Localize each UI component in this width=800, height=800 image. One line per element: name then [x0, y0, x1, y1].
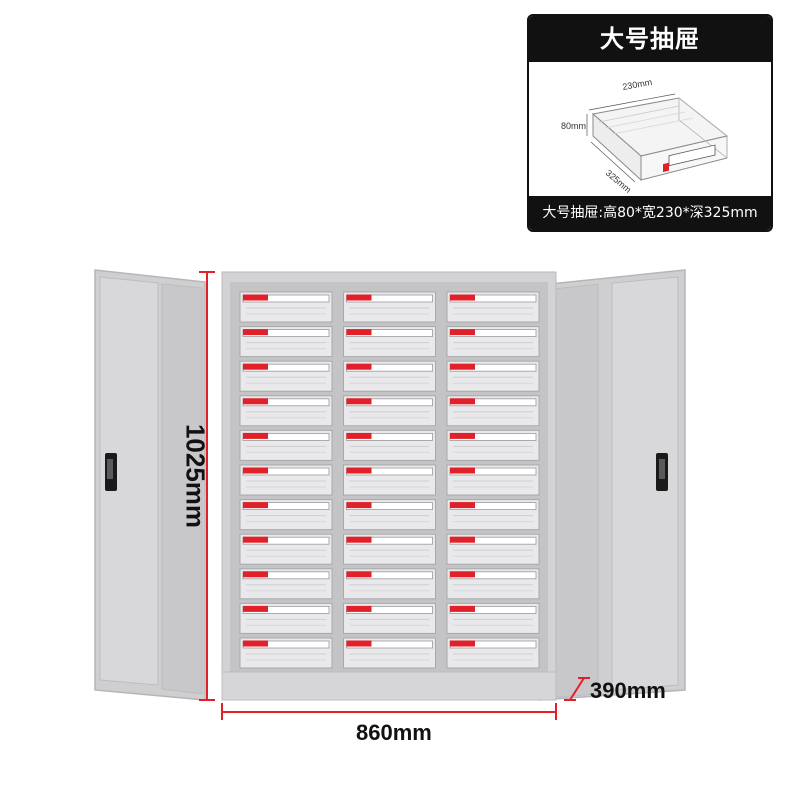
drawer[interactable] [446, 637, 540, 669]
drawer-label-tag [450, 329, 475, 336]
drawer-label-tag [346, 571, 372, 578]
drawer-label-tag [450, 467, 475, 474]
drawer[interactable] [446, 395, 540, 427]
drawer[interactable] [446, 326, 540, 358]
drawer-label-tag [346, 536, 372, 543]
drawer-label-tag [450, 363, 475, 370]
card-title: 大号抽屉 [529, 16, 771, 62]
drawer[interactable] [343, 291, 436, 323]
drawer-height-label: 80mm [561, 121, 586, 131]
drawer-label-tag [243, 432, 268, 439]
drawer[interactable] [446, 533, 540, 565]
drawer-label-tag [243, 536, 268, 543]
drawer-label-tag [346, 640, 372, 647]
drawer-label-tag [346, 432, 372, 439]
drawer-label-tag [243, 640, 268, 647]
drawer[interactable] [446, 464, 540, 496]
drawer-label-tag [346, 502, 372, 509]
drawer[interactable] [446, 291, 540, 323]
left-door [94, 269, 206, 701]
drawer[interactable] [239, 360, 333, 392]
drawer[interactable] [343, 602, 436, 634]
drawer[interactable] [446, 602, 540, 634]
drawer[interactable] [239, 326, 333, 358]
drawer-label-tag [243, 502, 268, 509]
drawer[interactable] [343, 360, 436, 392]
drawer-label-tag [346, 329, 372, 336]
drawer[interactable] [343, 499, 436, 531]
drawer[interactable] [343, 429, 436, 461]
width-dimension-line [221, 703, 557, 720]
right-door [539, 269, 686, 701]
drawer-width-label: 230mm [622, 77, 653, 92]
drawer-label-tag [450, 640, 475, 647]
drawer-info-card: 大号抽屉 230mm 80mm 325mm 大号抽屉:高80*宽230*深325… [527, 14, 773, 232]
drawer[interactable] [343, 326, 436, 358]
drawer[interactable] [239, 291, 333, 323]
drawer-label-tag [243, 398, 268, 405]
drawer[interactable] [446, 429, 540, 461]
drawer-label-tag [346, 294, 372, 301]
width-dimension-label: 860mm [356, 720, 432, 745]
drawer-label-tag [346, 398, 372, 405]
drawer[interactable] [239, 395, 333, 427]
drawer-label-tag [346, 467, 372, 474]
drawer-label-tag [243, 605, 268, 612]
depth-dimension-label: 390mm [590, 678, 666, 703]
drawer-label-tag [450, 536, 475, 543]
depth-dimension-line [564, 677, 590, 701]
drawer[interactable] [239, 637, 333, 669]
drawer-diagram: 230mm 80mm 325mm [561, 77, 729, 195]
drawer-depth-label: 325mm [604, 168, 633, 195]
drawer[interactable] [239, 602, 333, 634]
drawer[interactable] [239, 499, 333, 531]
drawer-label-tag [243, 329, 268, 336]
drawer[interactable] [239, 568, 333, 600]
drawer[interactable] [239, 429, 333, 461]
drawer-label-tag [450, 294, 475, 301]
drawer-label-tag [243, 294, 268, 301]
drawer-label-tag [450, 432, 475, 439]
drawer[interactable] [239, 533, 333, 565]
drawer-label-tag [346, 605, 372, 612]
drawer[interactable] [343, 533, 436, 565]
drawer[interactable] [343, 464, 436, 496]
drawer-label-tag [450, 605, 475, 612]
card-caption: 大号抽屉:高80*宽230*深325mm [529, 196, 771, 230]
drawer[interactable] [446, 360, 540, 392]
drawer[interactable] [343, 568, 436, 600]
drawer[interactable] [343, 637, 436, 669]
drawer-label-tag [243, 363, 268, 370]
drawer-label-tag [450, 502, 475, 509]
drawer-label-tag [346, 363, 372, 370]
height-dimension-line [199, 271, 215, 701]
drawer-label-tag [243, 571, 268, 578]
drawer[interactable] [239, 464, 333, 496]
height-dimension-label: 1025mm [180, 423, 211, 529]
drawer[interactable] [446, 499, 540, 531]
drawer-label-tag [243, 467, 268, 474]
drawer-grid [239, 291, 540, 669]
drawer[interactable] [446, 568, 540, 600]
drawer-label-tag [450, 398, 475, 405]
drawer[interactable] [343, 395, 436, 427]
drawer-label-tag [450, 571, 475, 578]
